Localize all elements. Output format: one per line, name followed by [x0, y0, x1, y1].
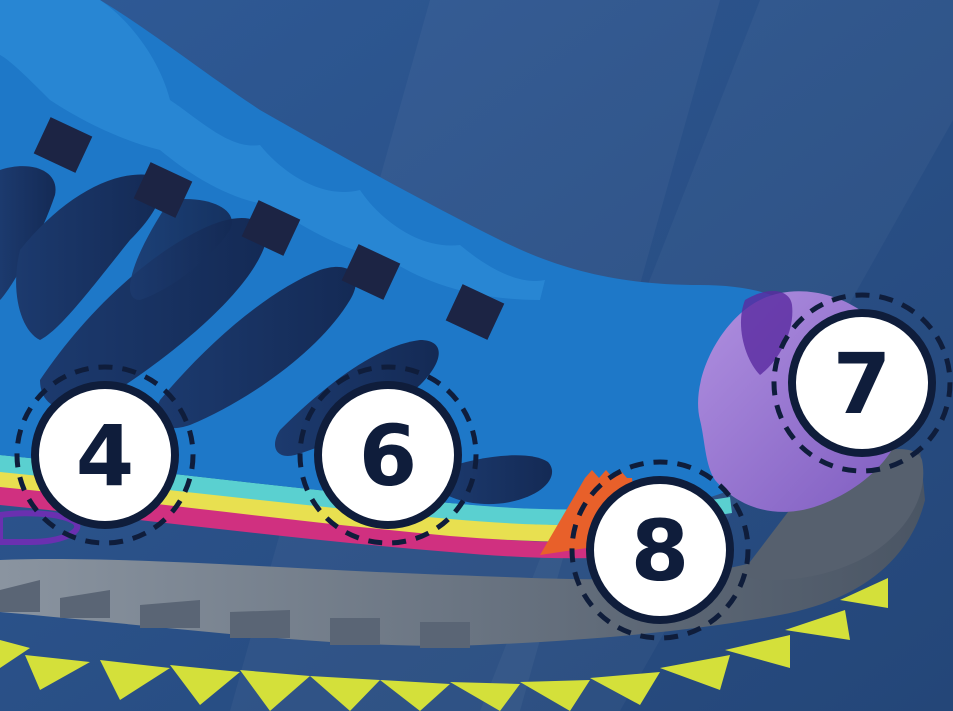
- callout-8-label: 8: [631, 502, 689, 600]
- callout-4-label: 4: [76, 407, 134, 505]
- callout-6-label: 6: [359, 407, 417, 505]
- callout-7-label: 7: [833, 335, 891, 433]
